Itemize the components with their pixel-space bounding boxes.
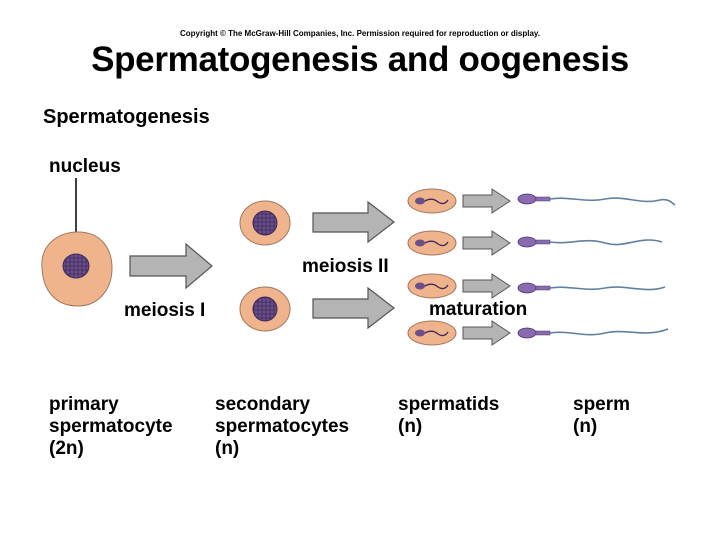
page-title: Spermatogenesis and oogenesis (91, 40, 629, 79)
maturation-arrow-4 (462, 320, 511, 346)
stage-line: spermatocytes (215, 416, 350, 437)
meiosis-1-label: meiosis I (124, 300, 206, 321)
sperm-2 (517, 236, 663, 248)
secondary-spermatocyte-top (239, 200, 291, 246)
spermatid-3 (407, 273, 457, 299)
primary-nucleus (62, 253, 90, 279)
stage-primary-spermatocyte: primary spermatocyte (2n) (49, 394, 173, 460)
meiosis-2-label: meiosis II (302, 256, 389, 277)
spermatid-1 (407, 188, 457, 214)
meiosis-2-arrow-top (312, 200, 395, 244)
section-heading: Spermatogenesis (43, 106, 210, 128)
stage-line: spermatocyte (49, 416, 173, 437)
stage-sperm: sperm (n) (573, 394, 630, 438)
sperm-4 (517, 327, 669, 339)
stage-spermatids: spermatids (n) (398, 394, 499, 438)
spermatid-4 (407, 320, 457, 346)
sperm-3 (517, 282, 666, 294)
meiosis-1-arrow (129, 242, 213, 290)
secondary-spermatocyte-bottom (239, 286, 291, 332)
stage-line: spermatids (398, 394, 500, 415)
copyright-notice: Copyright © The McGraw-Hill Companies, I… (179, 29, 541, 38)
maturation-arrow-3 (462, 273, 511, 299)
stage-line: secondary (215, 394, 311, 415)
stage-line: (n) (398, 416, 423, 437)
secondary-nucleus-bottom (252, 296, 278, 322)
primary-spermatocyte-cell (41, 231, 113, 307)
stage-line: (n) (215, 438, 240, 459)
stage-secondary-spermatocytes: secondary spermatocytes (n) (215, 394, 349, 460)
stage-line: sperm (573, 394, 631, 415)
stage-line: (2n) (49, 438, 84, 459)
stage-line: (n) (573, 416, 598, 437)
spermatid-2 (407, 230, 457, 256)
maturation-arrow-1 (462, 188, 511, 214)
meiosis-2-arrow-bottom (312, 286, 395, 330)
stage-line: primary (49, 394, 119, 415)
maturation-label: maturation (429, 299, 528, 320)
nucleus-label: nucleus (49, 156, 121, 177)
sperm-1 (517, 193, 676, 206)
maturation-arrow-2 (462, 230, 511, 256)
secondary-nucleus-top (252, 210, 278, 236)
